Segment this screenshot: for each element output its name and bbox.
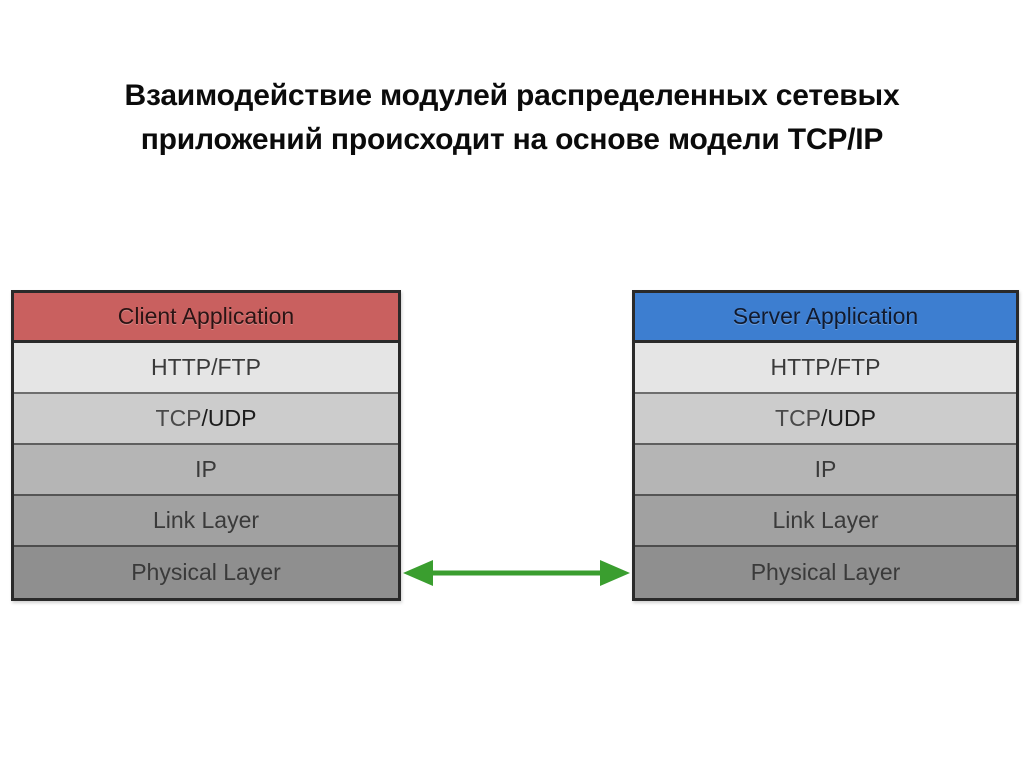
- client-layer-physical-label: Physical Layer: [131, 559, 281, 585]
- server-protocol-stack: Server Application HTTP/FTP TCP/UDP IP L…: [632, 290, 1019, 601]
- client-layer-link: Link Layer: [14, 496, 398, 547]
- client-layer-http-ftp: HTTP/FTP: [14, 343, 398, 394]
- client-application-label: Client Application: [117, 303, 295, 329]
- server-layer-http-ftp: HTTP/FTP: [635, 343, 1016, 394]
- bidirectional-arrow-icon: [401, 556, 632, 590]
- server-layer-tcp-udp: TCP/UDP: [635, 394, 1016, 445]
- client-layer-link-label: Link Layer: [152, 507, 260, 533]
- page-title: Взаимодействие модулей распределенных се…: [0, 74, 1024, 162]
- server-application-layer: Server Application: [635, 293, 1016, 343]
- server-layer-physical-label: Physical Layer: [750, 559, 901, 585]
- page-title-line-2: приложений происходит на основе модели T…: [140, 123, 884, 156]
- client-layer-udp-label: /UDP: [201, 405, 257, 431]
- page-title-line-1: Взаимодействие модулей распределенных се…: [124, 79, 900, 112]
- server-application-label: Server Application: [732, 303, 919, 329]
- client-layer-ip-label: IP: [195, 456, 217, 482]
- client-protocol-stack: Client Application HTTP/FTP TCP/UDP IP L…: [11, 290, 401, 601]
- client-application-layer: Client Application: [14, 293, 398, 343]
- client-layer-physical: Physical Layer: [14, 547, 398, 598]
- client-layer-tcp-udp: TCP/UDP: [14, 394, 398, 445]
- client-layer-http-ftp-label: HTTP/FTP: [151, 354, 261, 380]
- server-layer-link-label: Link Layer: [772, 507, 879, 533]
- client-layer-ip: IP: [14, 445, 398, 496]
- server-layer-link: Link Layer: [635, 496, 1016, 547]
- server-layer-ip: IP: [635, 445, 1016, 496]
- server-layer-udp-label: /UDP: [821, 405, 876, 431]
- client-layer-tcp-label: TCP: [155, 405, 202, 431]
- server-layer-tcp-label: TCP: [775, 405, 822, 431]
- server-layer-physical: Physical Layer: [635, 547, 1016, 598]
- server-layer-ip-label: IP: [814, 456, 837, 482]
- server-layer-http-ftp-label: HTTP/FTP: [770, 354, 881, 380]
